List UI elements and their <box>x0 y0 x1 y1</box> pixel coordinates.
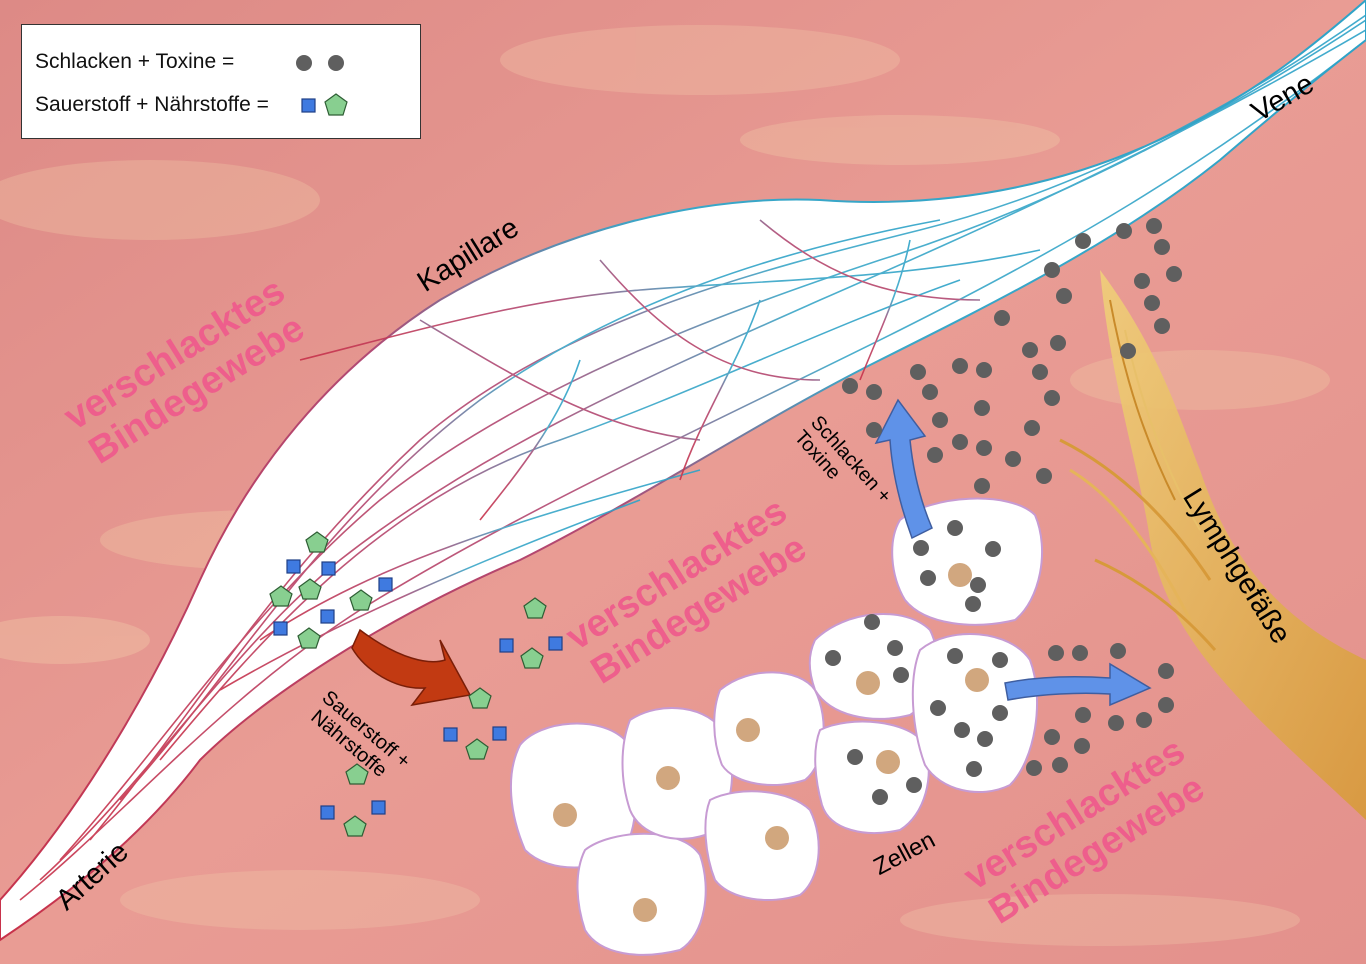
cell <box>891 497 1044 626</box>
cell-nucleus <box>876 750 900 774</box>
cell-nucleus <box>856 671 880 695</box>
grey-dot-icon <box>296 55 344 71</box>
legend-nutrient-row: Sauerstoff + Nährstoffe = <box>35 93 269 117</box>
green-pentagon-icon <box>324 93 348 116</box>
cell <box>576 832 707 956</box>
cell-nucleus <box>736 718 760 742</box>
cell-nucleus <box>765 826 789 850</box>
legend-waste-label: Schlacken + Toxine = <box>35 50 235 73</box>
blood-vessel-body <box>0 0 1366 942</box>
blue-square-icon <box>301 98 316 113</box>
waste-particles <box>825 218 1182 805</box>
cell-nucleus <box>553 803 577 827</box>
waste-arrow-right <box>1004 662 1152 707</box>
legend-nutrient-label: Sauerstoff + Nährstoffe = <box>35 93 269 116</box>
capillary-network <box>0 0 1366 942</box>
cell-group <box>510 497 1044 956</box>
cell <box>911 633 1039 793</box>
cell <box>704 790 820 901</box>
cell-nucleus <box>948 563 972 587</box>
waste-arrow-up <box>874 398 933 540</box>
nutrient-arrow <box>351 628 472 707</box>
legend-box: Schlacken + Toxine = Sauerstoff + Nährst… <box>21 24 421 139</box>
nutrient-pentagons <box>269 531 547 837</box>
cell <box>713 671 825 786</box>
cell-nucleus <box>656 766 680 790</box>
legend-waste-row: Schlacken + Toxine = <box>35 50 234 74</box>
nutrient-squares <box>273 559 563 820</box>
cell-nucleus <box>965 668 989 692</box>
cell-nucleus <box>633 898 657 922</box>
cell <box>814 720 930 834</box>
